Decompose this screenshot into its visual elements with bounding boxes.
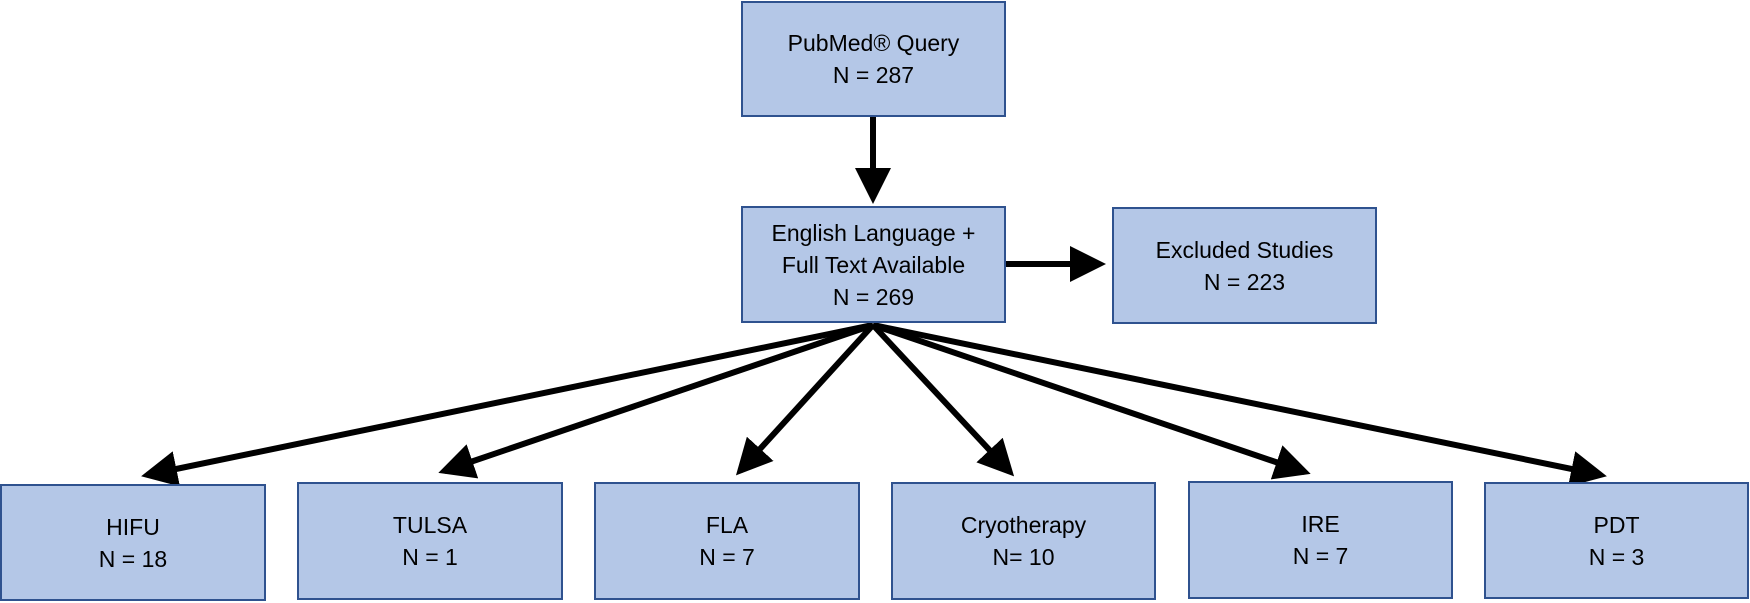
node-ire: IRE N = 7	[1188, 481, 1453, 599]
arrow-screen-to-pdt	[872, 322, 1607, 487]
arrow-screen-to-cryo	[870, 322, 1015, 477]
node-fla: FLA N = 7	[594, 482, 860, 600]
node-pdt: PDT N = 3	[1484, 482, 1749, 599]
node-tulsa-label: TULSA	[392, 512, 468, 538]
node-excluded-studies-count: N = 223	[1203, 268, 1286, 295]
node-hifu-count: N = 18	[98, 545, 168, 572]
arrow-screen-to-hifu	[141, 322, 874, 487]
arrow-screen-to-ire	[872, 322, 1311, 480]
node-english-full-text: English Language + Full Text Available N…	[741, 206, 1006, 323]
node-ire-count: N = 7	[1292, 543, 1349, 569]
node-cryotherapy: Cryotherapy N= 10	[891, 482, 1156, 600]
node-pdt-count: N = 3	[1588, 543, 1645, 570]
arrow-screen-to-tulsa	[438, 322, 874, 479]
node-cryotherapy-count: N= 10	[992, 544, 1055, 570]
node-pubmed-query-label: PubMed® Query	[787, 30, 960, 56]
node-pdt-label: PDT	[1593, 511, 1640, 538]
node-english-full-text-label-1: English Language +	[771, 219, 976, 246]
node-hifu: HIFU N = 18	[0, 484, 266, 601]
node-hifu-label: HIFU	[106, 513, 160, 540]
node-excluded-studies: Excluded Studies N = 223	[1112, 207, 1377, 324]
node-pubmed-query-count: N = 287	[832, 62, 915, 88]
node-ire-label: IRE	[1301, 511, 1340, 537]
node-cryotherapy-label: Cryotherapy	[960, 512, 1087, 538]
node-fla-label: FLA	[705, 512, 749, 538]
node-pubmed-query: PubMed® Query N = 287	[741, 1, 1006, 117]
node-excluded-studies-label: Excluded Studies	[1155, 236, 1334, 263]
node-tulsa-count: N = 1	[402, 544, 458, 570]
arrow-screen-to-fla	[735, 322, 876, 476]
node-fla-count: N = 7	[699, 544, 755, 570]
node-english-full-text-count: N = 269	[832, 283, 915, 310]
node-english-full-text-label-2: Full Text Available	[781, 251, 966, 278]
node-tulsa: TULSA N = 1	[297, 482, 563, 600]
